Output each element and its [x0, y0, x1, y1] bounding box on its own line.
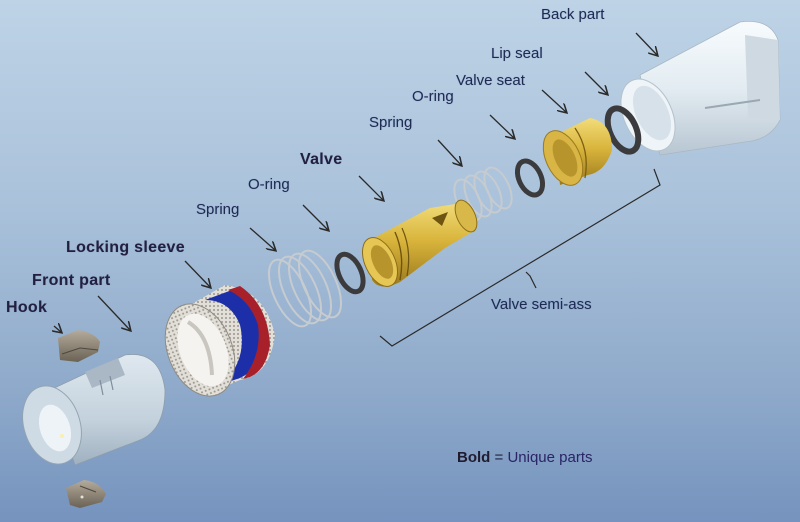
label-valve: Valve [300, 151, 343, 168]
valve-seat-shape [542, 118, 612, 186]
arrow-spring-1 [249, 227, 275, 250]
lip-seal-shape [604, 105, 642, 155]
label-spring-2: Spring [369, 114, 413, 131]
o-ring-1-shape [334, 251, 366, 295]
arrow-lip-seal [584, 71, 607, 94]
legend-equals: = [490, 449, 508, 466]
arrow-hook [54, 326, 61, 332]
label-hook: Hook [6, 299, 48, 316]
locking-sleeve-shape [164, 285, 275, 397]
label-o-ring-1: O-ring [248, 176, 290, 193]
arrow-locking-sleeve [184, 260, 210, 287]
arrow-o-ring-2 [489, 114, 514, 138]
arrow-spring-2 [437, 139, 461, 165]
front-part-shape [22, 354, 166, 466]
arrow-front-part [97, 295, 130, 330]
label-valve-seat: Valve seat [456, 72, 525, 89]
label-o-ring-2: O-ring [412, 88, 454, 105]
hook-bottom-shape [66, 480, 106, 508]
legend-bold-word: Bold [457, 449, 491, 466]
arrow-o-ring-1 [302, 204, 328, 230]
back-part-shape [620, 21, 781, 156]
label-valve-semi-assembly: Valve semi-ass [491, 296, 592, 313]
valve-shape [362, 199, 478, 287]
arrow-valve-seat [541, 89, 566, 112]
pointer-arrows [54, 32, 657, 332]
label-locking-sleeve: Locking sleeve [66, 239, 185, 256]
hook-top-shape [58, 330, 100, 362]
legend: Bold = Unique parts [457, 449, 593, 466]
bracket-tick [525, 271, 537, 289]
o-ring-2-shape [514, 158, 546, 198]
label-lip-seal: Lip seal [491, 45, 543, 62]
spring-1-shape [267, 249, 343, 328]
spring-2-shape [453, 166, 513, 222]
arrow-back-part [635, 32, 657, 55]
valve-semi-assembly-bracket [379, 168, 661, 347]
label-spring-1: Spring [196, 201, 240, 218]
label-front-part: Front part [32, 272, 111, 289]
legend-meaning: Unique parts [507, 449, 593, 466]
label-back-part: Back part [541, 6, 605, 23]
arrow-valve [358, 175, 383, 200]
